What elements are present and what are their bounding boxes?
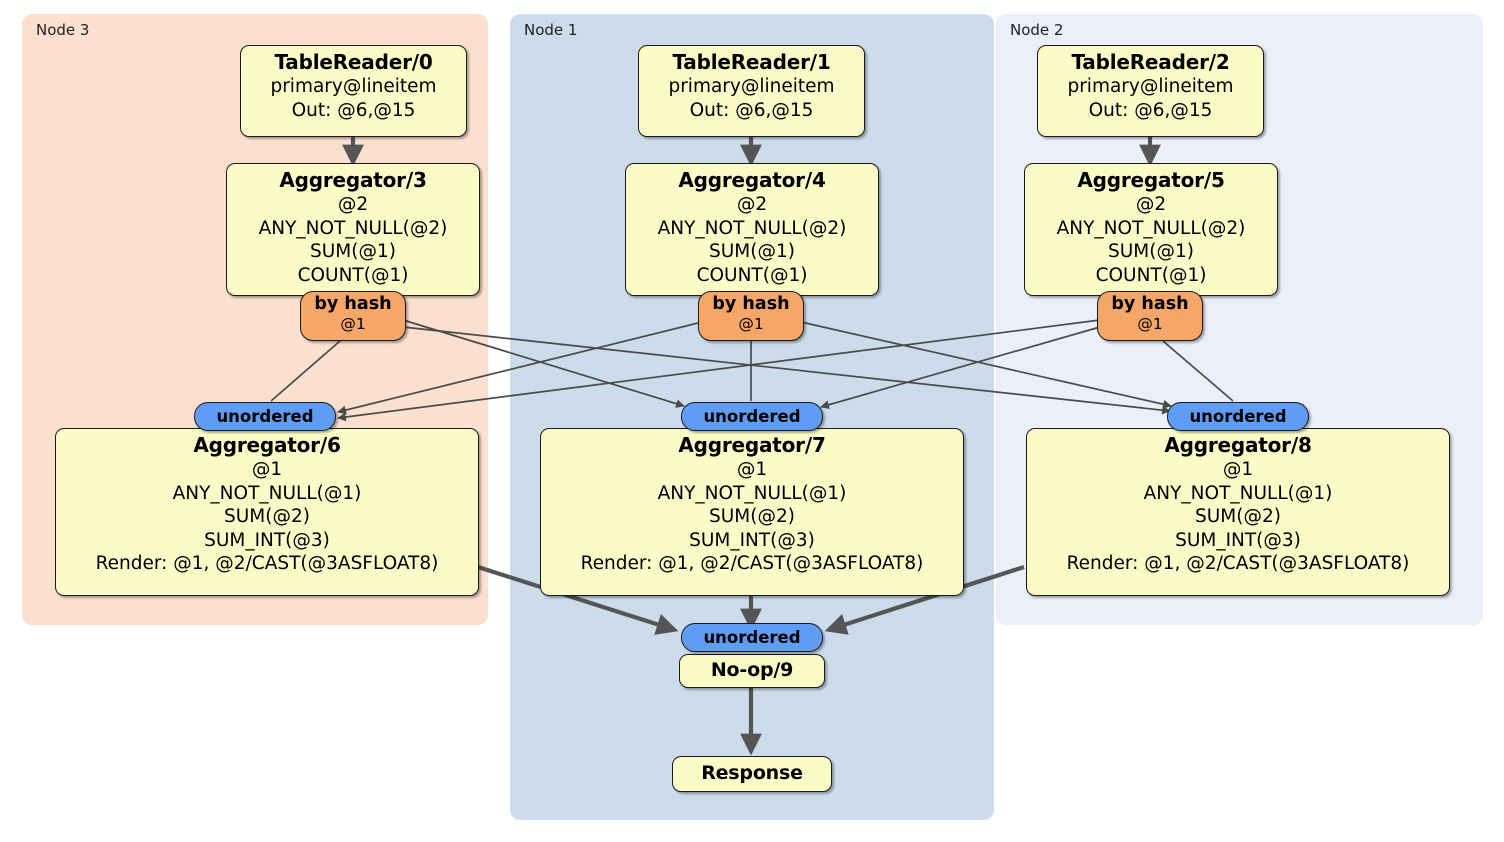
region-node-2-label: Node 2 [1010,21,1064,39]
synchronizer-unordered-right[interactable]: unordered [1167,402,1309,431]
processor-title: Aggregator/4 [678,168,826,192]
processor-line: SUM(@1) [709,241,795,262]
processor-line: SUM(@2) [709,506,795,527]
processor-line: primary@lineitem [668,76,835,97]
processor-line: COUNT(@1) [1095,264,1207,286]
processor-table-reader-0[interactable]: TableReader/0 primary@lineitem Out: @6,@… [240,45,467,137]
processor-table-reader-1[interactable]: TableReader/1 primary@lineitem Out: @6,@… [638,45,865,137]
processor-title: Aggregator/8 [1164,433,1312,457]
processor-aggregator-6[interactable]: Aggregator/6 @1 ANY_NOT_NULL(@1) SUM(@2)… [55,428,479,596]
processor-line: @1 [251,459,283,480]
synchronizer-unordered-mid[interactable]: unordered [681,402,823,431]
router-subtitle: @1 [738,315,764,333]
region-node-1-label: Node 1 [524,21,578,39]
processor-line: ANY_NOT_NULL(@2) [1056,217,1246,239]
processor-line: SUM(@1) [310,241,396,262]
processor-aggregator-4[interactable]: Aggregator/4 @2 ANY_NOT_NULL(@2) SUM(@1)… [625,163,879,296]
processor-aggregator-3[interactable]: Aggregator/3 @2 ANY_NOT_NULL(@2) SUM(@1)… [226,163,480,296]
processor-line: SUM_INT(@3) [204,529,330,551]
processor-line: @1 [736,459,768,480]
router-by-hash-3[interactable]: by hash @1 [300,291,406,341]
processor-line: ANY_NOT_NULL(@1) [172,482,362,504]
router-by-hash-5[interactable]: by hash @1 [1097,291,1203,341]
processor-table-reader-2[interactable]: TableReader/2 primary@lineitem Out: @6,@… [1037,45,1264,137]
router-subtitle: @1 [1137,315,1163,333]
router-title: by hash [712,294,790,314]
processor-title: TableReader/0 [274,50,433,74]
processor-aggregator-7[interactable]: Aggregator/7 @1 ANY_NOT_NULL(@1) SUM(@2)… [540,428,964,596]
processor-line: SUM(@2) [224,506,310,527]
processor-line: @1 [1222,459,1254,480]
region-node-3-label: Node 3 [36,21,90,39]
synchronizer-unordered-final[interactable]: unordered [681,623,823,652]
processor-line: Out: @6,@15 [689,99,814,121]
processor-title: Aggregator/3 [279,168,427,192]
processor-noop-9[interactable]: No-op/9 [679,654,825,688]
processor-line: primary@lineitem [270,76,437,97]
processor-line: Out: @6,@15 [1088,99,1213,121]
processor-aggregator-8[interactable]: Aggregator/8 @1 ANY_NOT_NULL(@1) SUM(@2)… [1026,428,1450,596]
processor-line: SUM(@1) [1108,241,1194,262]
processor-line: ANY_NOT_NULL(@2) [258,217,448,239]
processor-line: primary@lineitem [1067,76,1234,97]
processor-line: ANY_NOT_NULL(@2) [657,217,847,239]
processor-response[interactable]: Response [672,756,832,792]
processor-title: Aggregator/5 [1077,168,1225,192]
processor-title: TableReader/2 [1071,50,1230,74]
processor-line: Out: @6,@15 [291,99,416,121]
router-title: by hash [314,294,392,314]
processor-line: ANY_NOT_NULL(@1) [657,482,847,504]
synchronizer-unordered-left[interactable]: unordered [194,402,336,431]
processor-line: Render: @1, @2/CAST(@3ASFLOAT8) [1066,553,1410,574]
processor-line: @2 [337,194,369,215]
processor-line: SUM_INT(@3) [1175,529,1301,551]
processor-title: No-op/9 [710,659,794,681]
router-by-hash-4[interactable]: by hash @1 [698,291,804,341]
processor-line: SUM(@2) [1195,506,1281,527]
processor-line: Render: @1, @2/CAST(@3ASFLOAT8) [580,553,924,574]
processor-line: COUNT(@1) [696,264,808,286]
processor-title: Aggregator/6 [193,433,341,457]
processor-line: COUNT(@1) [297,264,409,286]
processor-aggregator-5[interactable]: Aggregator/5 @2 ANY_NOT_NULL(@2) SUM(@1)… [1024,163,1278,296]
router-subtitle: @1 [340,315,366,333]
processor-title: Response [701,762,803,784]
processor-line: @2 [736,194,768,215]
processor-line: Render: @1, @2/CAST(@3ASFLOAT8) [95,553,439,574]
processor-line: SUM_INT(@3) [689,529,815,551]
router-title: by hash [1111,294,1189,314]
processor-line: @2 [1135,194,1167,215]
processor-title: Aggregator/7 [678,433,826,457]
processor-title: TableReader/1 [672,50,831,74]
processor-line: ANY_NOT_NULL(@1) [1143,482,1333,504]
